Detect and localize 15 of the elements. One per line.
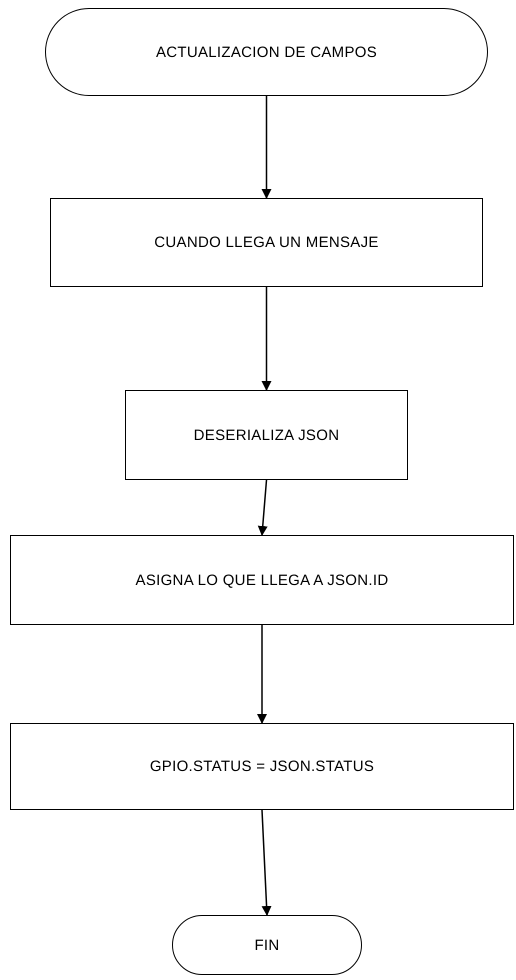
process-box [10, 535, 514, 625]
process-box [10, 723, 514, 810]
arrow [261, 810, 272, 916]
process-box [125, 390, 408, 480]
node-text: DESERIALIZA JSON [194, 426, 340, 444]
arrow [262, 96, 272, 199]
arrow [257, 625, 267, 724]
process-box [50, 198, 483, 287]
arrow [262, 287, 272, 391]
node-text: ACTUALIZACION DE CAMPOS [156, 44, 378, 60]
node-text: ASIGNA LO QUE LLEGA A JSON.ID [136, 572, 388, 588]
node-text: CUANDO LLEGA UN MENSAJE [154, 234, 379, 251]
node-text: FIN [254, 936, 280, 954]
arrow [258, 480, 268, 536]
node-text: GPIO.STATUS = JSON.STATUS [150, 758, 374, 775]
